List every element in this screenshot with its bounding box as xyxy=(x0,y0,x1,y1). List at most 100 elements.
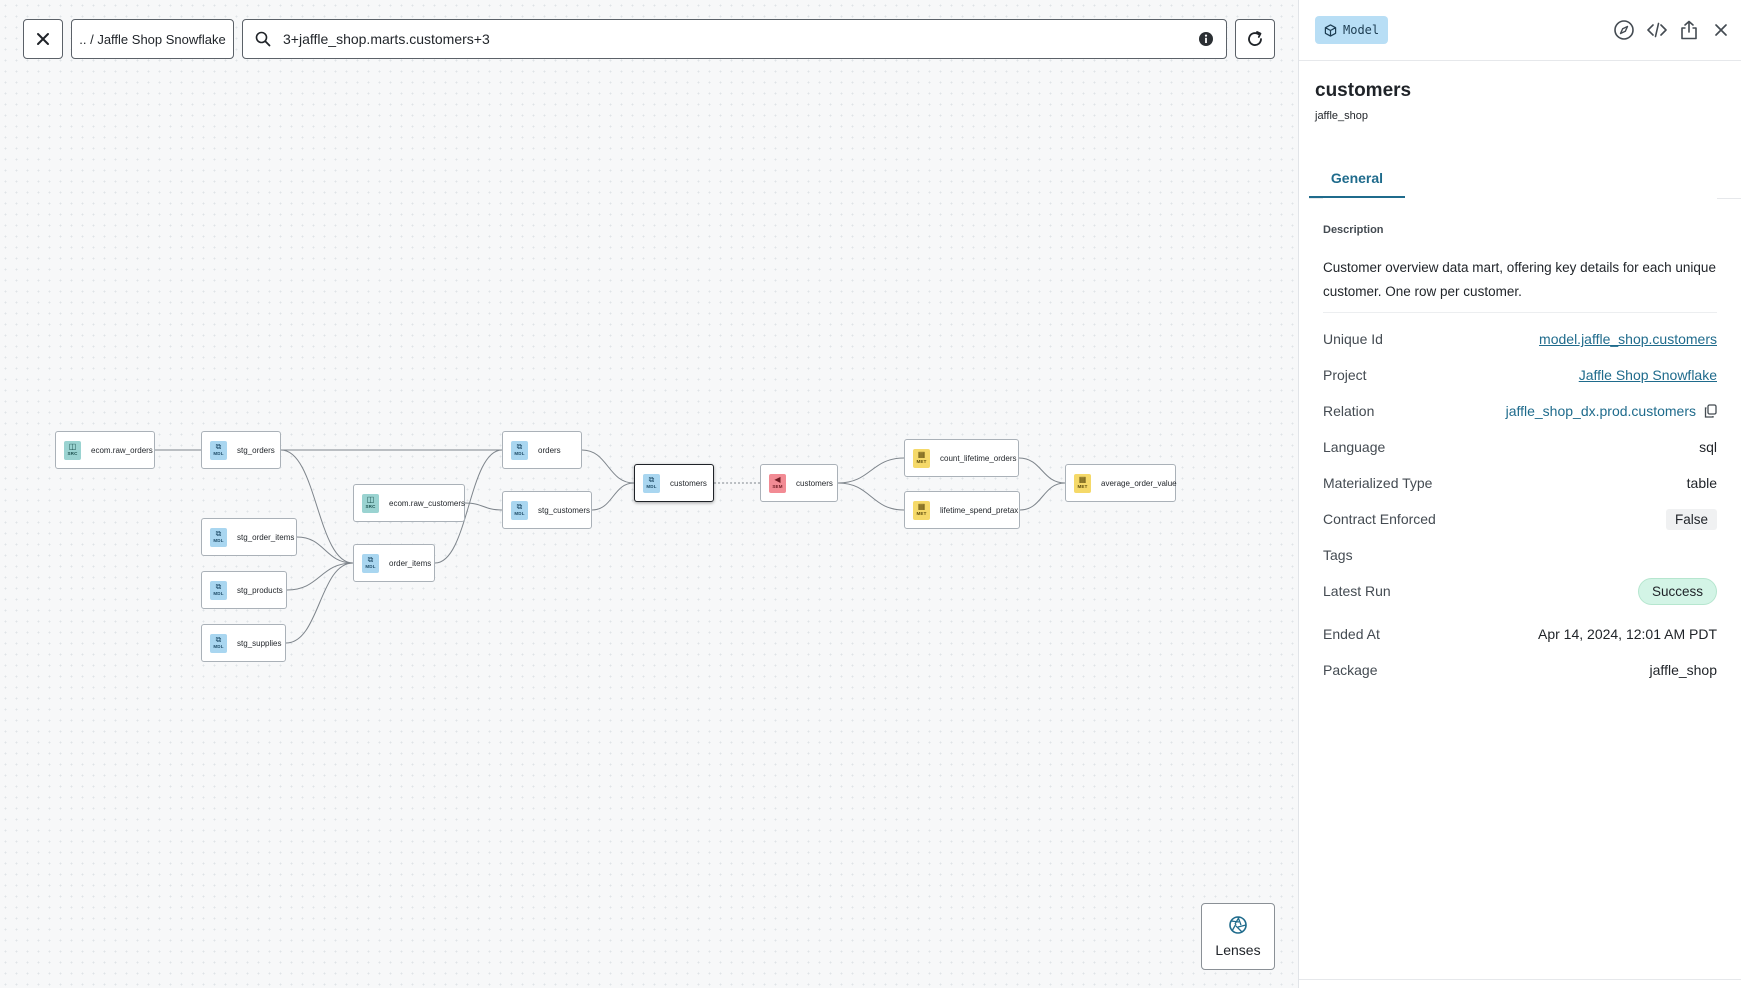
edge-orders-to-customers_model xyxy=(581,449,635,484)
lineage-search-box[interactable] xyxy=(242,19,1227,59)
source-icon: ◫SRC xyxy=(362,493,379,513)
divider xyxy=(1323,312,1717,313)
prop-project: Project Jaffle Shop Snowflake xyxy=(1323,363,1717,387)
project-link[interactable]: Jaffle Shop Snowflake xyxy=(1578,367,1717,383)
aperture-icon xyxy=(1229,916,1247,934)
tab-general[interactable]: General xyxy=(1309,160,1405,198)
node-label: stg_order_items xyxy=(237,532,295,542)
node-stg-order-items[interactable]: ⧉MDL stg_order_items xyxy=(201,518,297,556)
relation-value: jaffle_shop_dx.prod.customers xyxy=(1506,403,1717,419)
prop-key: Materialized Type xyxy=(1323,475,1433,491)
status-badge: Success xyxy=(1637,577,1717,605)
code-icon[interactable] xyxy=(1645,18,1669,42)
model-icon: ⧉MDL xyxy=(362,553,379,573)
prop-contract-enforced: Contract Enforced False xyxy=(1323,507,1717,531)
model-icon: ⧉MDL xyxy=(210,580,227,600)
node-customers-semantic[interactable]: ◀SEM customers xyxy=(760,464,838,502)
source-icon: ◫SRC xyxy=(64,440,81,460)
cube-icon xyxy=(1324,23,1337,37)
edge-stg_products-to-order_items xyxy=(286,562,354,591)
node-average-order-value[interactable]: ▦MET average_order_value xyxy=(1065,464,1177,502)
compass-icon[interactable] xyxy=(1612,18,1636,42)
edge-order_items-to-orders xyxy=(434,449,503,564)
prop-value: sql xyxy=(1699,439,1717,455)
node-ecom-raw-customers[interactable]: ◫SRC ecom.raw_customers xyxy=(353,484,465,522)
node-label: order_items xyxy=(389,558,432,568)
lenses-button[interactable]: Lenses xyxy=(1201,903,1275,970)
prop-key: Latest Run xyxy=(1323,583,1391,599)
prop-key: Contract Enforced xyxy=(1323,511,1436,527)
prop-language: Language sql xyxy=(1323,435,1717,459)
node-order-items[interactable]: ⧉MDL order_items xyxy=(353,544,435,582)
prop-key: Tags xyxy=(1323,547,1353,563)
panel-footer xyxy=(1299,979,1741,988)
metric-icon: ▦MET xyxy=(913,500,930,520)
node-label: stg_products xyxy=(237,585,283,595)
unique-id-link[interactable]: model.jaffle_shop.customers xyxy=(1539,331,1717,347)
relation-text: jaffle_shop_dx.prod.customers xyxy=(1505,403,1696,419)
search-input[interactable] xyxy=(281,30,1198,48)
close-lineage-button[interactable] xyxy=(23,19,63,59)
prop-materialized-type: Materialized Type table xyxy=(1323,471,1717,495)
contract-badge: False xyxy=(1665,508,1717,530)
prop-key: Package xyxy=(1323,662,1378,678)
resource-type-badge: Model xyxy=(1315,16,1389,44)
node-label: count_lifetime_orders xyxy=(940,453,1017,463)
node-ecom-raw-orders[interactable]: ◫SRC ecom.raw_orders xyxy=(55,431,155,469)
model-icon: ⧉MDL xyxy=(210,527,227,547)
node-label: lifetime_spend_pretax xyxy=(940,505,1019,515)
node-customers-model[interactable]: ⧉MDL customers xyxy=(634,464,714,502)
copy-icon[interactable] xyxy=(1704,404,1717,418)
node-label: ecom.raw_orders xyxy=(91,445,153,455)
node-count-lifetime-orders[interactable]: ▦MET count_lifetime_orders xyxy=(904,439,1019,477)
node-label: average_order_value xyxy=(1101,478,1177,488)
node-label: stg_orders xyxy=(237,445,275,455)
edge-stg_order_items-to-order_items xyxy=(296,536,354,564)
close-icon[interactable] xyxy=(1709,18,1733,42)
description-text: Customer overview data mart, offering ke… xyxy=(1323,260,1716,299)
details-panel: Model customers jaffle_shop General Desc… xyxy=(1298,0,1741,988)
prop-key: Project xyxy=(1323,367,1367,383)
edge-customers_sem-to-lifetime_spend_pretax xyxy=(837,482,905,511)
node-label: stg_supplies xyxy=(237,638,282,648)
prop-relation: Relation jaffle_shop_dx.prod.customers xyxy=(1323,399,1717,423)
node-stg-customers[interactable]: ⧉MDL stg_customers xyxy=(502,491,592,529)
prop-tags: Tags xyxy=(1323,543,1717,567)
node-stg-products[interactable]: ⧉MDL stg_products xyxy=(201,571,287,609)
prop-package: Package jaffle_shop xyxy=(1323,658,1717,682)
lineage-canvas[interactable]: ◫SRC ecom.raw_orders ⧉MDL stg_orders ⧉MD… xyxy=(0,0,1298,988)
description-label: Description xyxy=(1323,224,1384,236)
prop-key: Language xyxy=(1323,439,1386,455)
model-icon: ⧉MDL xyxy=(643,473,660,493)
search-icon xyxy=(255,31,271,47)
prop-key: Ended At xyxy=(1323,626,1380,642)
close-icon xyxy=(37,33,49,45)
prop-latest-run: Latest Run Success xyxy=(1323,577,1717,605)
node-label: orders xyxy=(538,445,561,455)
panel-subtitle: jaffle_shop xyxy=(1315,110,1369,122)
panel-body: Description Customer overview data mart,… xyxy=(1323,198,1717,988)
resource-type-label: Model xyxy=(1343,23,1380,37)
prop-value: Apr 14, 2024, 12:01 AM PDT xyxy=(1538,626,1717,642)
node-label: stg_customers xyxy=(538,505,591,515)
prop-value: jaffle_shop xyxy=(1649,662,1717,678)
edge-stg_supplies-to-order_items xyxy=(285,562,354,644)
share-icon[interactable] xyxy=(1677,18,1701,42)
info-icon[interactable] xyxy=(1198,31,1214,47)
edge-lifetime_spend_pretax-to-average_order_value xyxy=(1019,482,1066,511)
prop-key: Relation xyxy=(1323,403,1375,419)
refresh-button[interactable] xyxy=(1235,19,1275,59)
model-icon: ⧉MDL xyxy=(210,633,227,653)
node-stg-orders[interactable]: ⧉MDL stg_orders xyxy=(201,431,281,469)
node-label: ecom.raw_customers xyxy=(389,498,466,508)
node-orders[interactable]: ⧉MDL orders xyxy=(502,431,582,469)
metric-icon: ▦MET xyxy=(913,448,930,468)
semantic-model-icon: ◀SEM xyxy=(769,473,786,493)
breadcrumb[interactable]: .. / Jaffle Shop Snowflake xyxy=(71,19,234,59)
panel-header: Model xyxy=(1299,0,1741,61)
node-label: customers xyxy=(670,478,707,488)
model-icon: ⧉MDL xyxy=(511,440,528,460)
node-stg-supplies[interactable]: ⧉MDL stg_supplies xyxy=(201,624,286,662)
node-lifetime-spend-pretax[interactable]: ▦MET lifetime_spend_pretax xyxy=(904,491,1020,529)
panel-tabs: General xyxy=(1309,160,1741,199)
